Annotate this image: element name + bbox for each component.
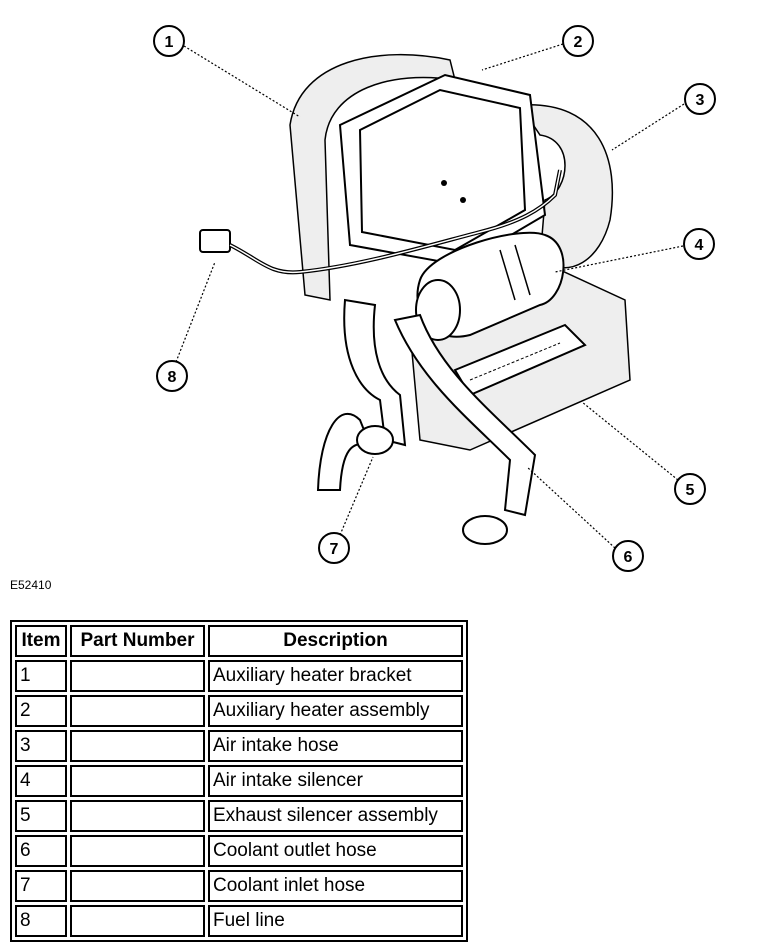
svg-text:1: 1 bbox=[165, 34, 174, 51]
cell-item: 5 bbox=[15, 800, 67, 832]
cell-item: 3 bbox=[15, 730, 67, 762]
cell-item: 8 bbox=[15, 905, 67, 937]
table-row: 5 Exhaust silencer assembly bbox=[15, 800, 463, 832]
svg-text:8: 8 bbox=[168, 369, 177, 386]
heater-assembly-drawing bbox=[338, 73, 547, 267]
callout-3: 3 bbox=[684, 83, 716, 115]
callout-6: 6 bbox=[612, 540, 644, 572]
cell-item: 2 bbox=[15, 695, 67, 727]
fuel-line-drawing bbox=[199, 169, 562, 275]
header-description: Description bbox=[208, 625, 463, 657]
cell-part-number bbox=[70, 870, 205, 902]
svg-text:2: 2 bbox=[574, 34, 583, 51]
table-row: 4 Air intake silencer bbox=[15, 765, 463, 797]
callout-5: 5 bbox=[674, 473, 706, 505]
svg-text:4: 4 bbox=[695, 237, 704, 254]
cell-item: 6 bbox=[15, 835, 67, 867]
svg-text:5: 5 bbox=[686, 482, 695, 499]
air-intake-hose-drawing bbox=[518, 104, 614, 269]
callout-7: 7 bbox=[318, 532, 350, 564]
header-part-number: Part Number bbox=[70, 625, 205, 657]
coolant-hoses-drawing bbox=[316, 298, 537, 545]
cell-description: Air intake hose bbox=[208, 730, 463, 762]
cell-item: 4 bbox=[15, 765, 67, 797]
header-item: Item bbox=[15, 625, 67, 657]
callout-2: 2 bbox=[562, 25, 594, 57]
callout-4: 4 bbox=[683, 228, 715, 260]
cell-part-number bbox=[70, 695, 205, 727]
cell-part-number bbox=[70, 765, 205, 797]
callout-1: 1 bbox=[153, 25, 185, 57]
air-intake-silencer-drawing bbox=[415, 231, 565, 341]
cell-item: 7 bbox=[15, 870, 67, 902]
callout-8: 8 bbox=[156, 360, 188, 392]
cell-part-number bbox=[70, 835, 205, 867]
table-row: 8 Fuel line bbox=[15, 905, 463, 937]
cell-description: Auxiliary heater assembly bbox=[208, 695, 463, 727]
svg-text:7: 7 bbox=[330, 541, 339, 558]
cell-description: Auxiliary heater bracket bbox=[208, 660, 463, 692]
table-row: 2 Auxiliary heater assembly bbox=[15, 695, 463, 727]
cell-part-number bbox=[70, 730, 205, 762]
cell-description: Coolant outlet hose bbox=[208, 835, 463, 867]
table-row: 6 Coolant outlet hose bbox=[15, 835, 463, 867]
table-row: 1 Auxiliary heater bracket bbox=[15, 660, 463, 692]
cell-description: Air intake silencer bbox=[208, 765, 463, 797]
cell-item: 1 bbox=[15, 660, 67, 692]
cell-description: Exhaust silencer assembly bbox=[208, 800, 463, 832]
cell-description: Coolant inlet hose bbox=[208, 870, 463, 902]
cell-description: Fuel line bbox=[208, 905, 463, 937]
svg-text:6: 6 bbox=[624, 549, 633, 566]
figure-id: E52410 bbox=[10, 578, 52, 592]
svg-text:3: 3 bbox=[696, 92, 705, 109]
table-row: 7 Coolant inlet hose bbox=[15, 870, 463, 902]
cell-part-number bbox=[70, 660, 205, 692]
table-row: 3 Air intake hose bbox=[15, 730, 463, 762]
cell-part-number bbox=[70, 905, 205, 937]
cell-part-number bbox=[70, 800, 205, 832]
heater-exploded-diagram: 1 2 3 4 5 6 7 8 bbox=[153, 25, 716, 572]
table-header-row: Item Part Number Description bbox=[15, 625, 463, 657]
